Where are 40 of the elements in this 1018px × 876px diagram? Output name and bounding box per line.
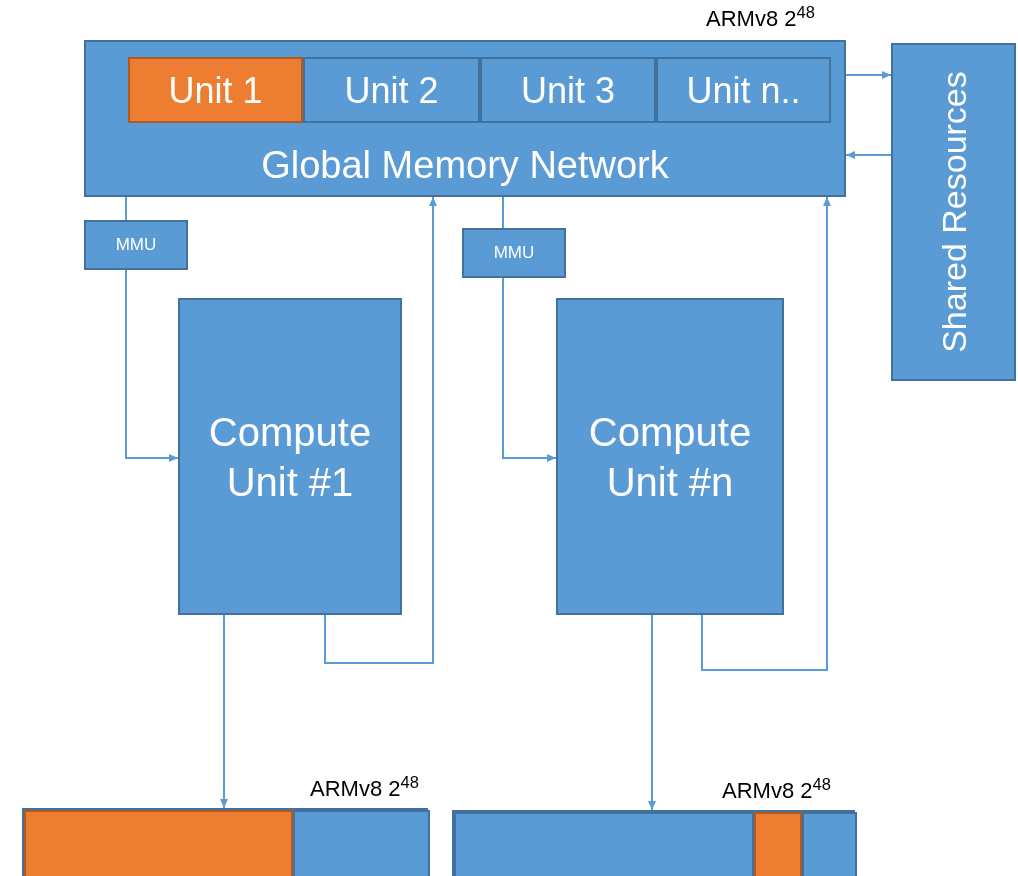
connector-line [502, 196, 504, 229]
mmu-box [462, 228, 566, 278]
node-label: Unit 2 [344, 68, 439, 113]
resource-box [891, 43, 1016, 381]
node-label: Compute Unit #1 [207, 408, 373, 506]
network-box [84, 40, 846, 197]
node-label: Unit 1 [168, 68, 263, 113]
node-label: MMU [115, 234, 157, 256]
arrow [648, 614, 656, 811]
unit-box [303, 57, 480, 123]
bar-segment [293, 810, 430, 876]
connector-line [125, 196, 127, 221]
arrow [701, 196, 831, 671]
arrow [125, 269, 179, 462]
node-label: Shared Resources [933, 71, 974, 353]
memory-bar [22, 808, 428, 876]
compute-box [178, 298, 402, 615]
node-label: Unit 3 [520, 68, 615, 113]
node-label: Global Memory Network [261, 142, 669, 188]
bar-segment [24, 810, 293, 876]
node-label: Compute Unit #n [587, 408, 753, 506]
unit-box [128, 57, 303, 123]
bar-segment [802, 812, 857, 876]
mmu-box [84, 220, 188, 270]
node-label: Unit n.. [686, 68, 801, 113]
unit-box [480, 57, 656, 123]
arrow [324, 196, 437, 664]
compute-box [556, 298, 784, 615]
bar-segment [454, 812, 754, 876]
arrow [502, 277, 557, 462]
arrow [845, 71, 892, 79]
unit-box [656, 57, 831, 123]
node-caption: ARMv8 2$^{48}$ [722, 774, 831, 805]
node-label: MMU [493, 242, 535, 264]
arrow [220, 614, 228, 809]
memory-bar [452, 810, 855, 876]
bar-segment [754, 812, 802, 876]
arrow [845, 151, 892, 159]
node-caption: ARMv8 2$^{48}$ [310, 772, 419, 803]
node-caption: ARMv8 2$^{48}$ [706, 2, 815, 33]
